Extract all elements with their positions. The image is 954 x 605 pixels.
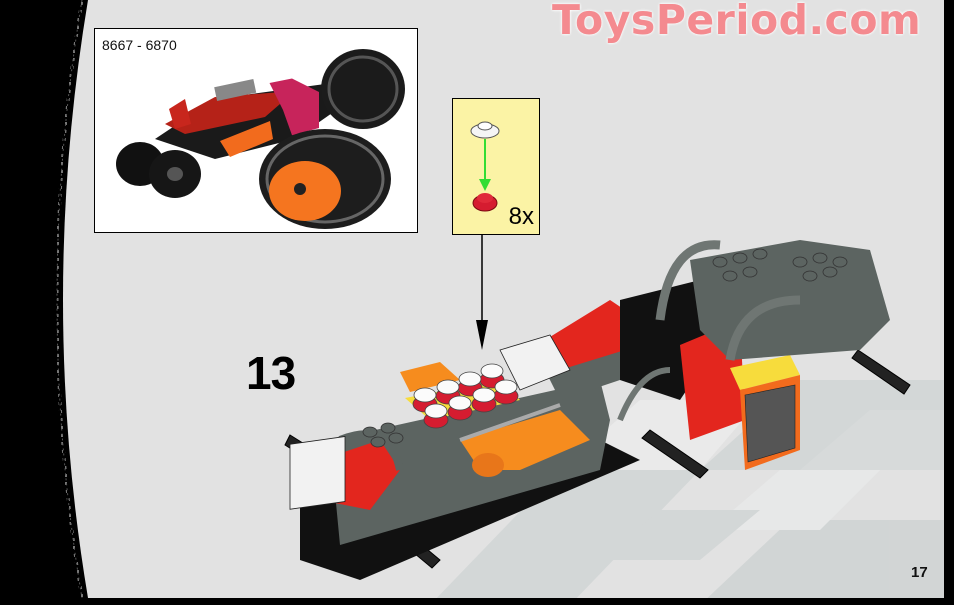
pointer-arrow-icon — [476, 320, 488, 350]
vehicle-preview-image — [116, 49, 405, 229]
watermark-text: ToysPeriod.com — [552, 0, 922, 44]
step-number: 13 — [246, 347, 296, 399]
model-preview-box: 8667 - 6870 — [94, 28, 418, 233]
quantity-label: 8x — [508, 203, 534, 230]
set-number-label: 8667 - 6870 — [102, 37, 177, 53]
parts-callout: 8x — [452, 98, 540, 235]
parts-diagram — [470, 121, 500, 212]
page-number: 17 — [911, 564, 928, 581]
